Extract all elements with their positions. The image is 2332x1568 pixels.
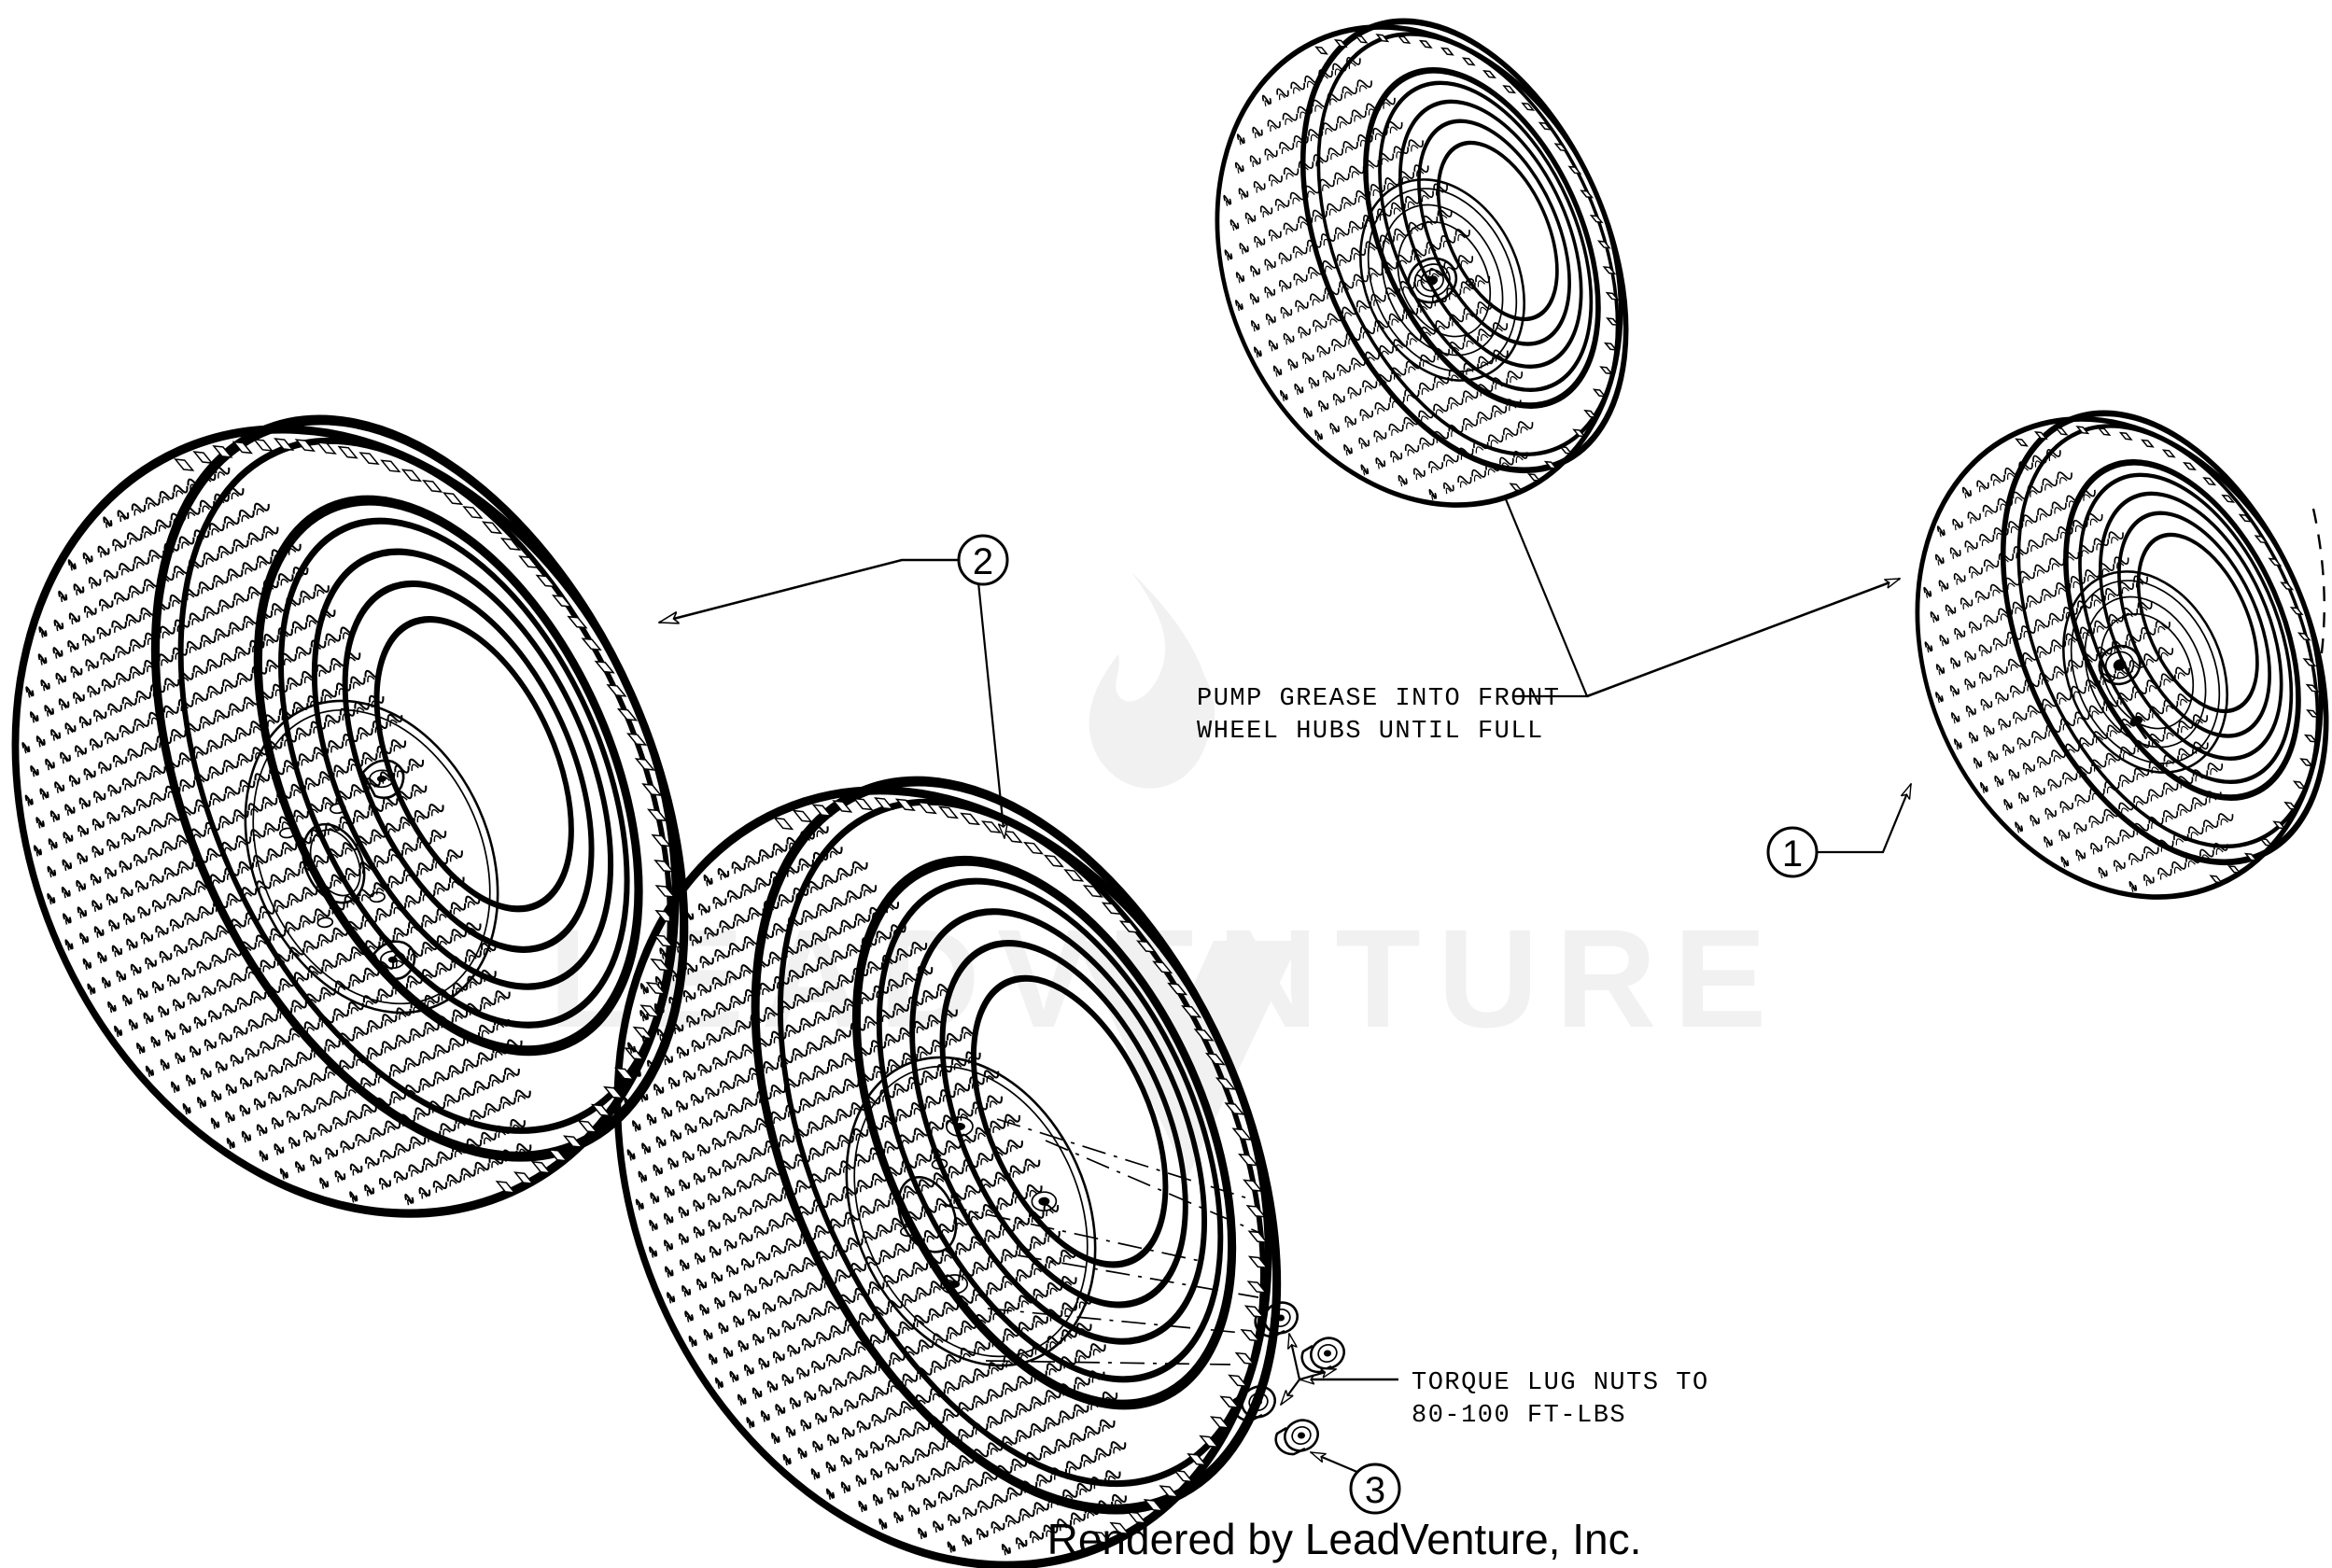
- lug-nut-upper: [1254, 1301, 1299, 1338]
- clip-edge-dashed: [2311, 508, 2325, 674]
- callout-1[interactable]: 1: [1766, 826, 1819, 878]
- footer-credit: Rendered by LeadVenture, Inc.: [1047, 1515, 1642, 1563]
- bolt-centerlines: [942, 1118, 1263, 1365]
- callout-3-label: 3: [1365, 1470, 1385, 1511]
- lug-nut-mid: [1300, 1337, 1345, 1374]
- leader-torque-c: [1281, 1379, 1300, 1405]
- tread-right-front-wheel: [1923, 426, 2320, 893]
- callout-2-label: 2: [973, 541, 993, 582]
- note-grease-line-2: WHEEL HUBS UNTIL FULL: [1197, 718, 1544, 746]
- wheel-top-front: [1144, 0, 1694, 569]
- wheel-left-rear-detail: [244, 699, 499, 1015]
- watermark-leadventure: LEADVENTURE: [548, 572, 1783, 1178]
- note-torque: TORQUE LUG NUTS TO 80-100 FT-LBS: [1412, 1369, 1709, 1430]
- leader-callout-1: [1817, 784, 1913, 854]
- leader-torque-b: [1299, 1369, 1336, 1381]
- wheel-right-front: [1844, 355, 2332, 962]
- callout-3[interactable]: 3: [1349, 1463, 1401, 1515]
- leader-torque-a: [1289, 1334, 1301, 1380]
- leader-callout-3: [1311, 1450, 1360, 1475]
- note-torque-line-2: 80-100 FT-LBS: [1412, 1402, 1626, 1430]
- wheel-left-rear: [0, 323, 796, 1319]
- leader-lines: [659, 498, 1913, 1475]
- leader-callout-2-bottom: [976, 581, 1004, 838]
- leader-callout-2-left: [659, 558, 959, 623]
- wheel-top-front-hub: [1359, 178, 1525, 382]
- leader-grease-top: [1504, 498, 1589, 698]
- callout-2[interactable]: 2: [957, 534, 1009, 586]
- note-torque-line-1: TORQUE LUG NUTS TO: [1412, 1369, 1709, 1397]
- tread-bottom-rear-wheel: [624, 797, 1269, 1556]
- lug-nut-lower: [1274, 1419, 1319, 1456]
- tread-top-front-wheel: [1223, 34, 1620, 501]
- leader-grease-right: [1586, 577, 1900, 698]
- tread-left-rear-wheel: [21, 438, 676, 1206]
- note-grease: PUMP GREASE INTO FRONT WHEEL HUBS UNTIL …: [1197, 685, 1560, 746]
- watermark-text: LEADVENTURE: [548, 900, 1783, 1057]
- callout-1-label: 1: [1782, 833, 1803, 875]
- note-grease-line-1: PUMP GREASE INTO FRONT: [1197, 685, 1560, 713]
